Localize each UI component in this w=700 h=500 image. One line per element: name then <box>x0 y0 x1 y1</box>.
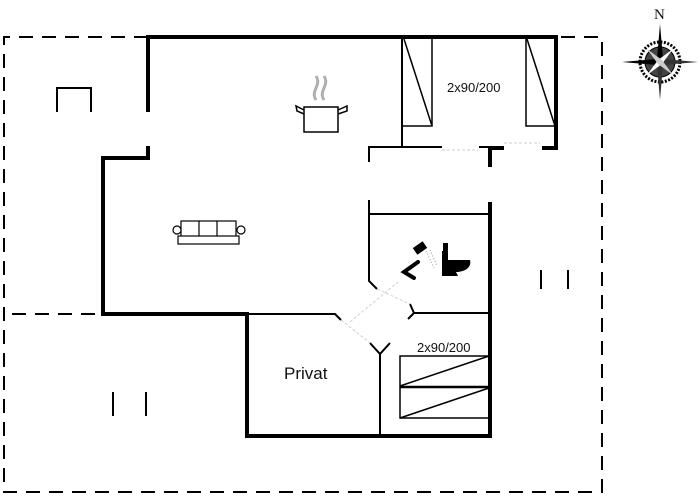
compass-north-label: N <box>654 7 665 23</box>
terrace-outline <box>3 36 603 493</box>
compass-rose-icon <box>622 24 698 100</box>
sofa-icon <box>172 220 246 245</box>
bunk-bed-icon <box>399 355 490 419</box>
exterior-walls <box>101 35 558 438</box>
interior-walls <box>247 37 490 436</box>
bedroom-2-label: 2x90/200 <box>417 340 471 355</box>
shower-icon <box>400 241 438 280</box>
bed-icon <box>402 37 556 127</box>
private-room-label: Privat <box>284 364 328 383</box>
kitchen-pot-icon <box>294 75 348 133</box>
door-openings <box>340 142 540 344</box>
toilet-icon <box>442 243 471 276</box>
bedroom-1-label: 2x90/200 <box>447 80 501 95</box>
terrace-marks <box>56 87 569 416</box>
